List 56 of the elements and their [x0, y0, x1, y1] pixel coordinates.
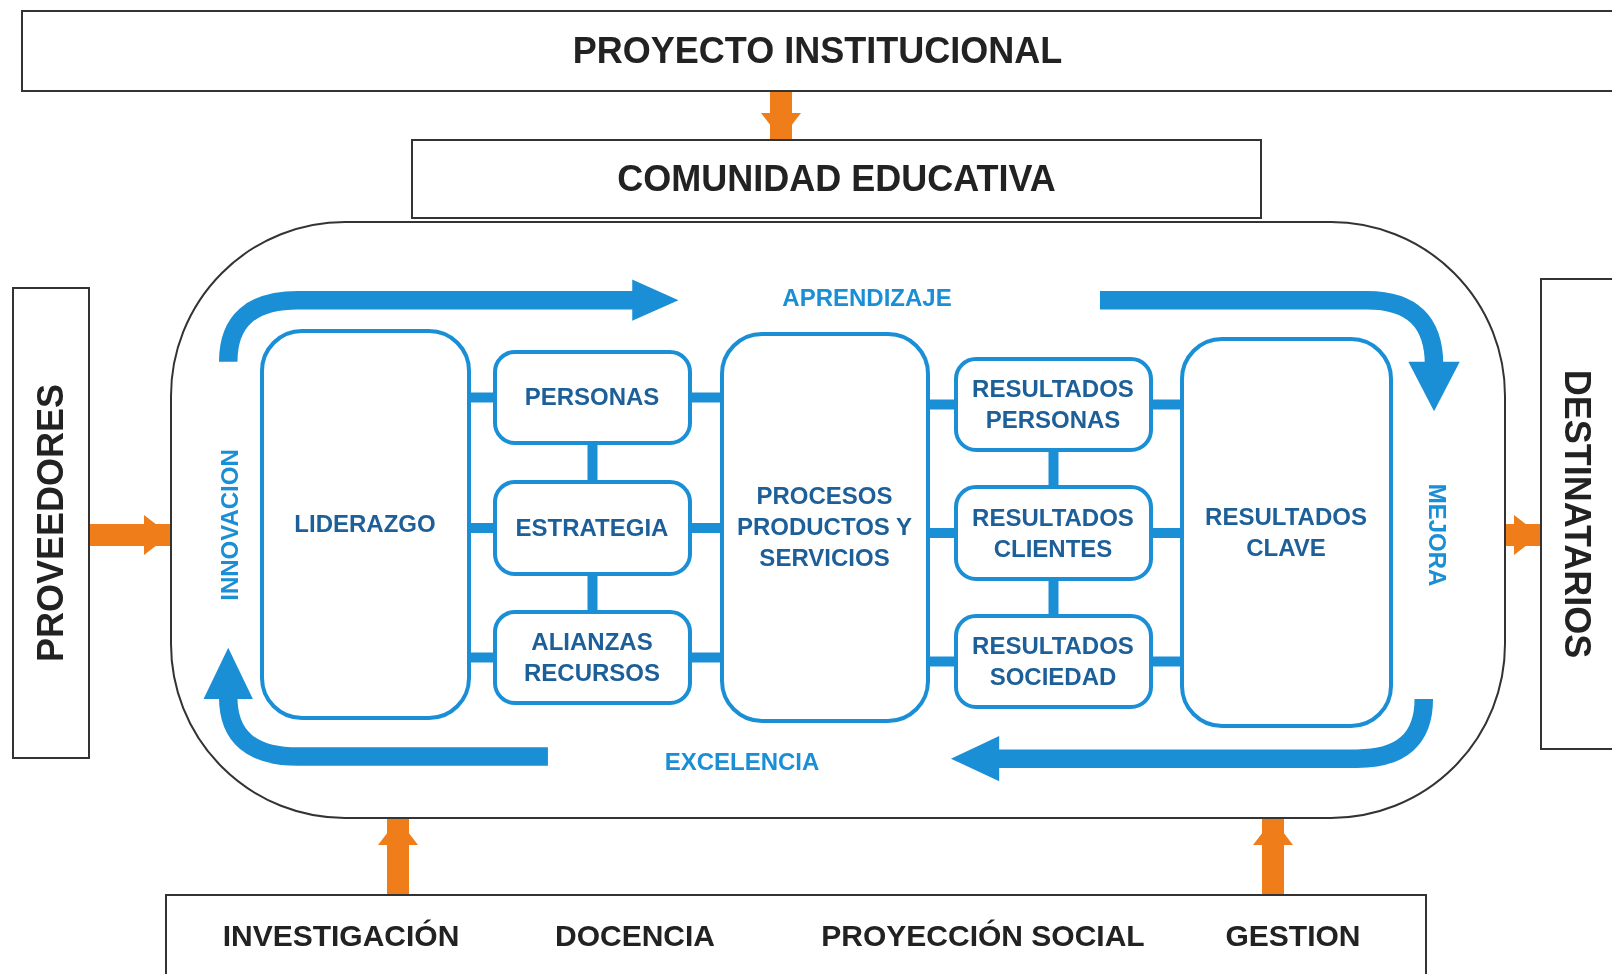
- criterion-box: [492, 479, 692, 576]
- box-label: GESTION: [1225, 919, 1361, 953]
- input-box: [12, 287, 90, 759]
- box-label: INVESTIGACIÓN: [222, 919, 460, 953]
- result-box: [953, 613, 1153, 709]
- connector-bar: [471, 392, 493, 403]
- connector-bar: [930, 656, 954, 667]
- result-box: [1179, 336, 1393, 728]
- box-label: LIDERAZGO: [293, 509, 437, 540]
- output-box: [1540, 278, 1612, 750]
- criterion-box: [719, 331, 930, 723]
- box-label: PROCESOS PRODUCTOS Y SERVICIOS: [735, 481, 914, 574]
- connector-bar: [587, 445, 598, 480]
- connector-bar: [1048, 452, 1059, 485]
- box-label: COMUNIDAD EDUCATIVA: [617, 158, 1056, 200]
- cycle-label: MEJORA: [1423, 483, 1451, 587]
- box-label: RESULTADOS CLAVE: [1204, 501, 1368, 563]
- criterion-box: [492, 609, 692, 705]
- cycle-label: INNOVACION: [216, 449, 244, 601]
- arrow: [90, 515, 170, 555]
- box-label: PROYECTO INSTITUCIONAL: [572, 30, 1063, 72]
- connector-bar: [587, 576, 598, 610]
- box-label: RESULTADOS SOCIEDAD: [971, 630, 1135, 692]
- connector-bar: [692, 392, 720, 403]
- connector-bar: [1048, 581, 1059, 614]
- connector-bar: [471, 652, 493, 663]
- connector-bar: [930, 399, 954, 410]
- connector-bar: [692, 523, 720, 533]
- connector-bar: [1153, 656, 1180, 667]
- box-label: ESTRATEGIA: [514, 512, 670, 543]
- arrow: [1506, 515, 1540, 555]
- arrow: [761, 92, 801, 139]
- title-box: [411, 139, 1262, 219]
- result-box: [953, 356, 1153, 452]
- box-label: PROYECCIÓN SOCIAL: [821, 919, 1145, 953]
- cycle-label: EXCELENCIA: [664, 748, 820, 776]
- box-label: DOCENCIA: [555, 919, 715, 953]
- result-box: [953, 484, 1153, 581]
- box-label: PROVEEDORES: [30, 383, 72, 663]
- criterion-box: [492, 349, 692, 445]
- criterion-box: [259, 328, 471, 720]
- arrow: [1253, 819, 1293, 894]
- function-box: [165, 894, 1427, 974]
- box-label: RESULTADOS PERSONAS: [971, 373, 1135, 435]
- box-label: RESULTADOS CLIENTES: [971, 502, 1135, 564]
- box-label: PERSONAS: [523, 382, 661, 413]
- connector-bar: [930, 528, 954, 538]
- box-label: DESTINATARIOS: [1556, 369, 1598, 659]
- box-label: ALIANZAS RECURSOS: [523, 626, 661, 688]
- connector-bar: [692, 652, 720, 663]
- connector-bar: [471, 523, 493, 533]
- connector-bar: [1153, 528, 1180, 538]
- title-box: [21, 10, 1612, 92]
- arrow: [378, 819, 418, 894]
- connector-bar: [1153, 399, 1180, 410]
- cycle-label: APRENDIZAJE: [782, 284, 952, 312]
